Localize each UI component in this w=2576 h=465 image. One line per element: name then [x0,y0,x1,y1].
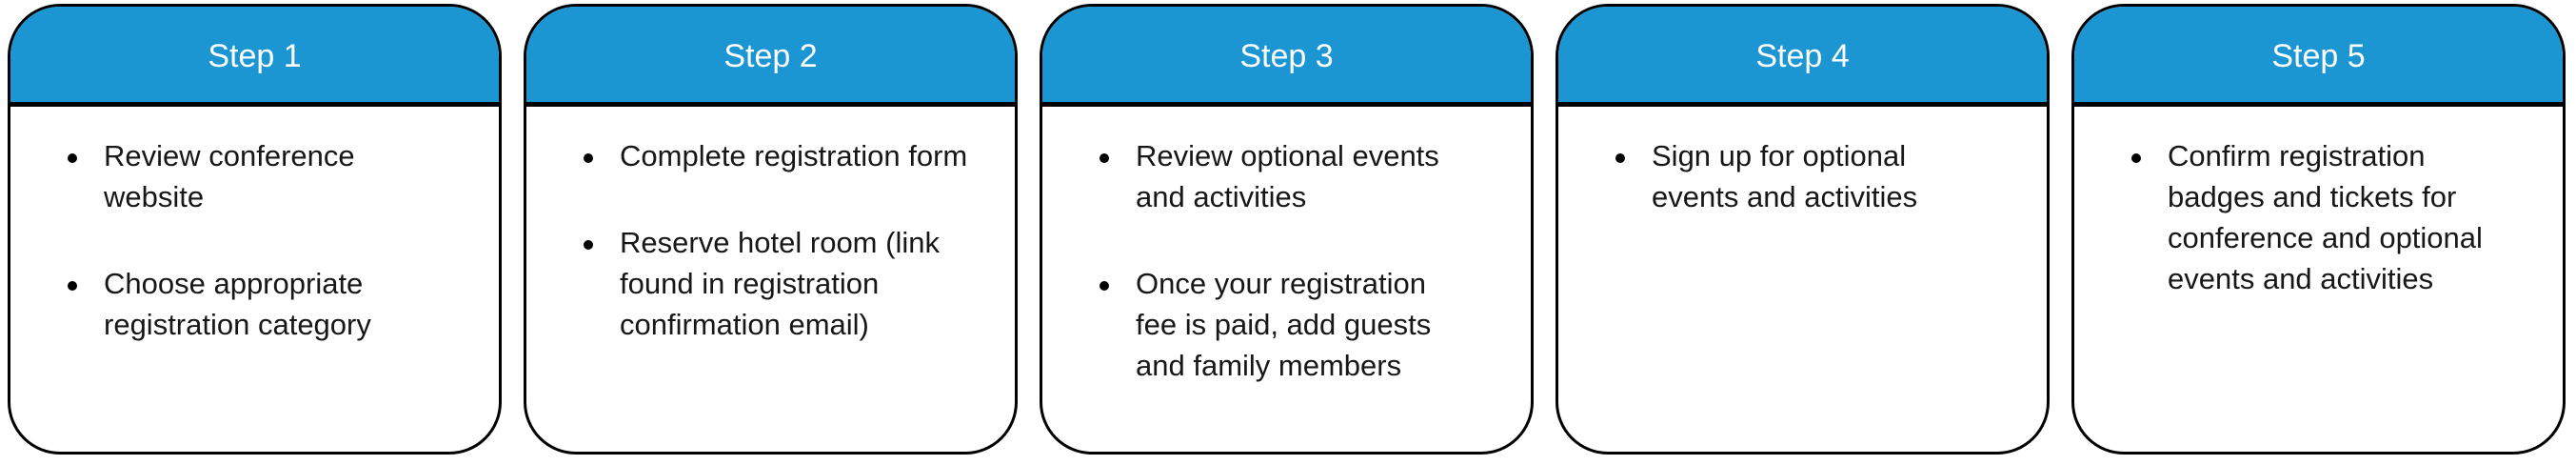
bullet-text: Reserve hotel room (link found in regist… [620,226,940,341]
bullet-dot-icon [1615,153,1625,163]
bullet-list: Complete registration form Reserve hotel… [584,135,986,345]
step-card: Step 4 Sign up for optional events and a… [1556,4,2050,455]
step-card-body: Confirm registration badges and tickets … [2074,107,2563,452]
step-title: Step 4 [1755,38,1850,74]
bullet-dot-icon [68,281,77,291]
step-card-body: Review optional events and activities On… [1042,107,1531,452]
step-card: Step 3 Review optional events and activi… [1040,4,1534,455]
bullet-dot-icon [1100,153,1109,163]
bullet-text: Once your registration fee is paid, add … [1136,267,1432,382]
list-item: Once your registration fee is paid, add … [1100,263,1502,386]
bullet-list: Review optional events and activities On… [1100,135,1502,386]
step-title: Step 3 [1239,38,1334,74]
step-card-header: Step 2 [526,7,1015,107]
list-item: Review conference website [68,135,470,217]
step-title: Step 5 [2271,38,2366,74]
step-card-header: Step 3 [1042,7,1531,107]
list-item: Choose appropriate registration category [68,263,470,345]
step-card: Step 5 Confirm registration badges and t… [2071,4,2566,455]
step-card-header: Step 4 [1558,7,2047,107]
step-title: Step 1 [208,38,302,74]
step-card-body: Review conference website Choose appropr… [10,107,499,452]
list-item: Reserve hotel room (link found in regist… [584,222,986,345]
list-item: Sign up for optional events and activiti… [1615,135,2018,217]
list-item: Confirm registration badges and tickets … [2131,135,2534,299]
bullet-list: Review conference website Choose appropr… [68,135,470,345]
step-card-body: Complete registration form Reserve hotel… [526,107,1015,452]
bullet-text: Review conference website [104,139,355,213]
bullet-text: Confirm registration badges and tickets … [2168,139,2483,295]
bullet-dot-icon [584,153,593,163]
bullet-text: Review optional events and activities [1136,139,1439,213]
step-card-header: Step 5 [2074,7,2563,107]
bullet-dot-icon [2131,153,2141,163]
step-title: Step 2 [723,38,818,74]
bullet-text: Complete registration form [620,139,968,172]
bullet-dot-icon [584,240,593,250]
list-item: Review optional events and activities [1100,135,1502,217]
bullet-dot-icon [1100,281,1109,291]
list-item: Complete registration form [584,135,986,176]
step-card: Step 1 Review conference website Choose … [8,4,502,455]
step-card: Step 2 Complete registration form Reserv… [524,4,1018,455]
step-card-body: Sign up for optional events and activiti… [1558,107,2047,452]
bullet-list: Confirm registration badges and tickets … [2131,135,2534,299]
step-card-header: Step 1 [10,7,499,107]
bullet-text: Choose appropriate registration category [104,267,371,341]
bullet-list: Sign up for optional events and activiti… [1615,135,2018,217]
bullet-text: Sign up for optional events and activiti… [1652,139,1918,213]
bullet-dot-icon [68,153,77,163]
